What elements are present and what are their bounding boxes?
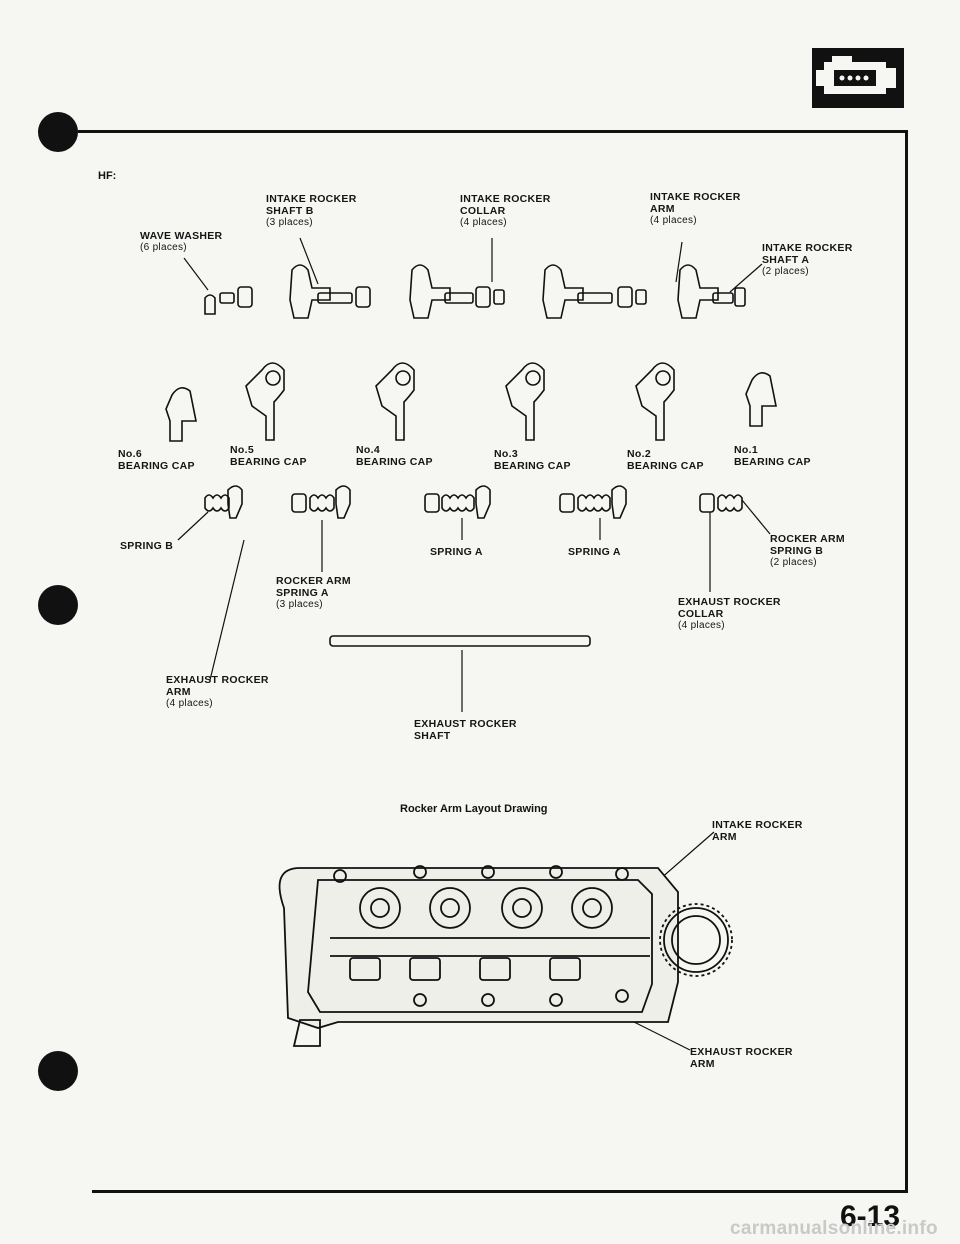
label-line: SHAFT B [266, 205, 314, 217]
label-line: BEARING CAP [494, 460, 571, 472]
label-intake-rocker-arm-top: INTAKE ROCKER ARM (4 places) [650, 191, 741, 227]
label-line: ROCKER ARM [276, 575, 351, 587]
label-exhaust-rocker-collar: EXHAUST ROCKER COLLAR (4 places) [678, 596, 781, 632]
label-exhaust-rocker-arm-left: EXHAUST ROCKER ARM (4 places) [166, 674, 269, 710]
label-line: (4 places) [166, 698, 213, 709]
label-line: BEARING CAP [734, 456, 811, 468]
label-line: (4 places) [678, 620, 725, 631]
label-bearing-cap-no4: No.4 BEARING CAP [356, 444, 433, 468]
label-intake-rocker-arm-bottom: INTAKE ROCKER ARM [712, 819, 803, 843]
header-rule [78, 130, 908, 133]
binder-hole-middle [38, 585, 78, 625]
label-line: No.6 [118, 448, 142, 460]
engine-icon [812, 48, 904, 108]
label-line: No.3 [494, 448, 518, 460]
watermark: carmanualsonline.info [730, 1218, 938, 1239]
label-wave-washer: WAVE WASHER (6 places) [140, 230, 222, 254]
label-line: INTAKE ROCKER [460, 193, 551, 205]
bearing-caps-row [165, 362, 777, 442]
label-line: No.4 [356, 444, 380, 456]
label-line: EXHAUST ROCKER [690, 1046, 793, 1058]
label-line: WAVE WASHER [140, 230, 223, 242]
label-bearing-cap-no1: No.1 BEARING CAP [734, 444, 811, 468]
label-bearing-cap-no2: No.2 BEARING CAP [627, 448, 704, 472]
label-line: No.2 [627, 448, 651, 460]
label-rocker-arm-spring-a: ROCKER ARM SPRING A (3 places) [276, 575, 351, 611]
label-line: INTAKE ROCKER [266, 193, 357, 205]
label-spring-a-2: SPRING A [568, 546, 621, 558]
label-bearing-cap-no6: No.6 BEARING CAP [118, 448, 195, 472]
exhaust-springs-row [204, 485, 743, 519]
label-intake-rocker-shaft-a: INTAKE ROCKER SHAFT A (2 places) [762, 242, 853, 278]
label-line: No.5 [230, 444, 254, 456]
label-line: (2 places) [770, 557, 817, 568]
label-line: BEARING CAP [118, 460, 195, 472]
label-line: No.1 [734, 444, 758, 456]
exhaust-rocker-shaft [329, 635, 591, 647]
label-exhaust-rocker-shaft: EXHAUST ROCKER SHAFT [414, 718, 517, 742]
page-number: 6-13 [840, 1200, 901, 1233]
figure-caption: Rocker Arm Layout Drawing [400, 803, 548, 815]
intake-rocker-row [204, 264, 746, 319]
label-line: (3 places) [276, 599, 323, 610]
label-line: EXHAUST ROCKER [414, 718, 517, 730]
label-line: (4 places) [650, 215, 697, 226]
label-line: COLLAR [460, 205, 506, 217]
label-line: (3 places) [266, 217, 313, 228]
label-line: ROCKER ARM [770, 533, 845, 545]
label-line: ARM [712, 831, 737, 843]
label-line: SHAFT [414, 730, 451, 742]
label-line: BEARING CAP [230, 456, 307, 468]
label-line: INTAKE ROCKER [762, 242, 853, 254]
label-intake-rocker-shaft-b: INTAKE ROCKER SHAFT B (3 places) [266, 193, 357, 229]
label-line: ARM [690, 1058, 715, 1070]
label-line: EXHAUST ROCKER [166, 674, 269, 686]
binder-hole-bottom [38, 1051, 78, 1091]
cylinder-head-assembly [278, 865, 733, 1047]
label-line: COLLAR [678, 608, 724, 620]
label-bearing-cap-no5: No.5 BEARING CAP [230, 444, 307, 468]
label-spring-b: SPRING B [120, 540, 174, 552]
label-line: (2 places) [762, 266, 809, 277]
label-bearing-cap-no3: No.3 BEARING CAP [494, 448, 571, 472]
label-line: EXHAUST ROCKER [678, 596, 781, 608]
label-exhaust-rocker-arm-bottom: EXHAUST ROCKER ARM [690, 1046, 793, 1070]
binder-hole-top [38, 112, 78, 152]
label-line: BEARING CAP [356, 456, 433, 468]
label-line: SPRING A [276, 587, 329, 599]
label-intake-rocker-collar: INTAKE ROCKER COLLAR (4 places) [460, 193, 551, 229]
right-frame-rule [905, 130, 908, 1192]
label-line: SPRING B [770, 545, 824, 557]
label-line: ARM [650, 203, 675, 215]
label-line: INTAKE ROCKER [712, 819, 803, 831]
label-line: (6 places) [140, 242, 187, 253]
label-spring-a-1: SPRING A [430, 546, 483, 558]
label-line: INTAKE ROCKER [650, 191, 741, 203]
label-rocker-arm-spring-b: ROCKER ARM SPRING B (2 places) [770, 533, 845, 569]
label-line: BEARING CAP [627, 460, 704, 472]
label-line: ARM [166, 686, 191, 698]
footer-rule [92, 1190, 908, 1193]
label-line: SHAFT A [762, 254, 810, 266]
section-label: HF: [98, 170, 117, 182]
label-line: (4 places) [460, 217, 507, 228]
